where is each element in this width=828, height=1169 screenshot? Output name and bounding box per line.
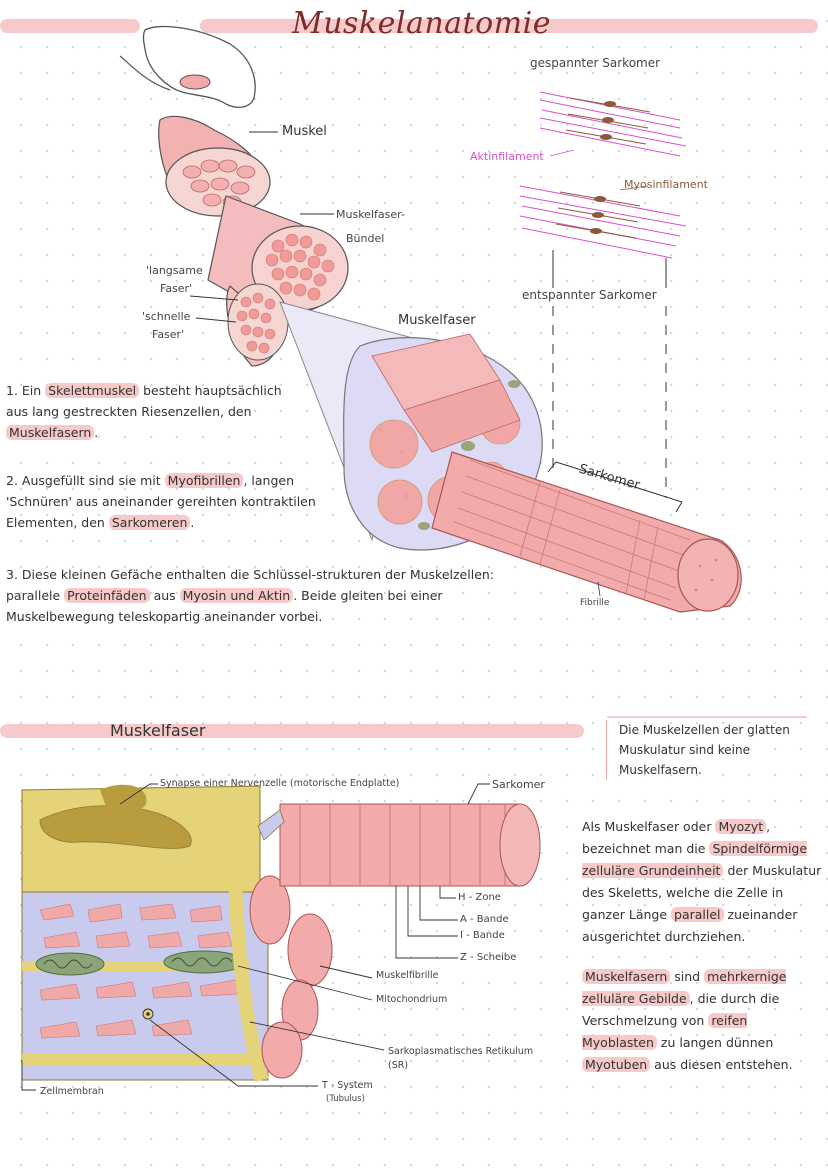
label-myosinfilament: Myosinfilament [624, 178, 708, 191]
description-paragraph-2: Muskelfasern sind mehrkernige zelluläre … [582, 969, 793, 1072]
description-paragraph-1: Als Muskelfaser oder Myozyt, bezeichnet … [582, 819, 822, 944]
description-text: Als Muskelfaser oder Myozyt, bezeichnet … [582, 816, 822, 1094]
label-z-scheibe: Z - Scheibe [460, 952, 517, 963]
note-3: 3. Diese kleinen Gefäche enthalten die S… [6, 567, 495, 624]
label-muskelfibrille: Muskelfibrille [376, 970, 439, 981]
muscle-anatomy-illustration [119, 25, 742, 613]
label-a-bande: A - Bande [460, 914, 509, 925]
label-sr-line2: (SR) [388, 1060, 409, 1071]
label-schnelle-line2: Faser' [152, 328, 185, 341]
label-t-system-line1: T - System [322, 1080, 373, 1091]
boxed-note-underline [607, 716, 807, 718]
label-h-zone: H - Zone [458, 892, 501, 903]
section-band [0, 724, 584, 738]
label-buendel-line2: Bündel [346, 232, 385, 245]
label-t-system-line2: (Tubulus) [326, 1094, 365, 1104]
label-gespannter-sarkomer: gespannter Sarkomer [530, 56, 661, 70]
label-sarkomer-bottom: Sarkomer [492, 778, 545, 791]
section-title: Muskelfaser [110, 721, 206, 740]
label-entspannter-sarkomer: entspannter Sarkomer [522, 288, 657, 302]
label-zellmembran: Zellmembran [40, 1086, 104, 1097]
label-fibrille: Fibrille [580, 598, 610, 608]
label-langsame-line1: 'langsame [146, 264, 203, 277]
note-1: 1. Ein Skelettmuskel besteht hauptsächli… [6, 383, 282, 440]
label-schnelle-line1: 'schnelle [142, 310, 191, 323]
title-band-left [0, 19, 140, 33]
page-title: Muskelanatomie [292, 6, 551, 41]
label-sr-line1: Sarkoplasmatisches Retikulum [388, 1046, 534, 1057]
label-aktinfilament: Aktinfilament [470, 150, 544, 163]
label-mitochondrium: Mitochondrium [376, 994, 448, 1005]
boxed-note: Die Muskelzellen der glatten Muskulatur … [606, 716, 819, 780]
label-muskelfaser: Muskelfaser [398, 313, 476, 328]
label-i-bande: I - Bande [460, 930, 505, 941]
label-synapse: Synapse einer Nervenzelle (motorische En… [160, 778, 400, 789]
label-langsame-line2: Faser' [160, 282, 193, 295]
label-buendel-line1: Muskelfaser- [336, 208, 405, 221]
label-muskel: Muskel [282, 124, 327, 139]
note-2: 2. Ausgefüllt sind sie mit Myofibrillen,… [6, 473, 316, 530]
muscle-fiber-diagram [21, 783, 541, 1091]
title-band-right [200, 19, 818, 33]
